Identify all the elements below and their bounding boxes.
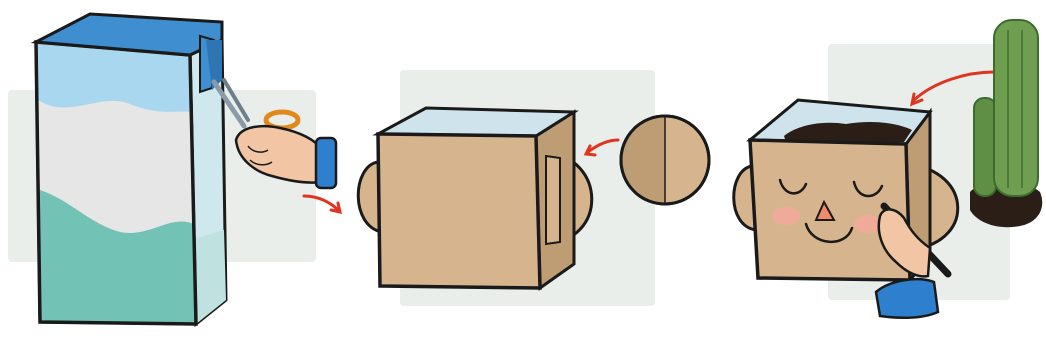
cardboard-box-with-ears-icon [356,106,594,291]
craft-instructions-illustration [8,12,1043,328]
arrow-left-icon [583,138,620,157]
curved-arrow-to-pot-icon [909,70,996,107]
cardboard-circle-icon [619,114,711,206]
arrow-right-icon [302,194,342,214]
hand-holding-scissors-icon [234,124,338,190]
cactus-icon [970,19,1043,228]
hand-holding-marker-icon [874,202,952,319]
milk-carton-icon [30,12,228,328]
